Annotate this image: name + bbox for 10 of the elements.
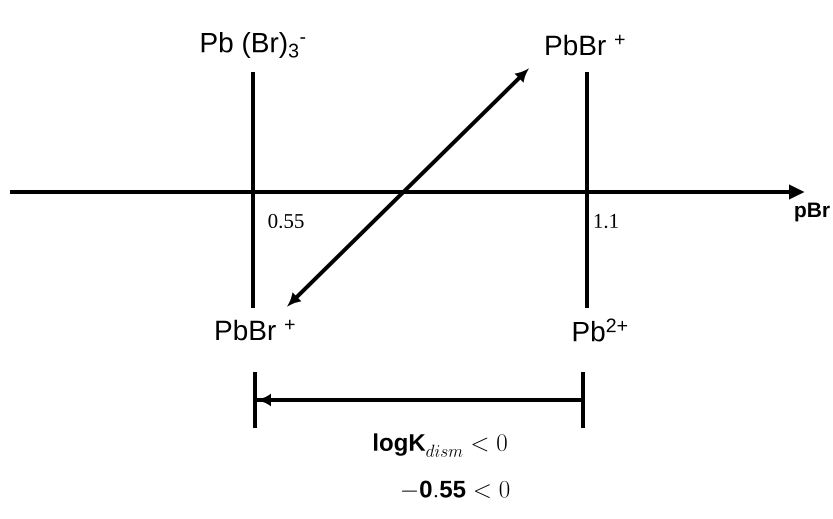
formula: $\mathbf{logK}_{dism} < 0$ bbox=[374, 433, 507, 457]
species-label: PbBr $^{+}$ bbox=[216, 320, 295, 340]
axis-label: pBr bbox=[795, 202, 830, 222]
formula: $\mathbf{-0.55} < 0$ bbox=[402, 480, 510, 498]
tick-label: 1.1 bbox=[594, 214, 618, 228]
species-label: PbBr $^{+}$ bbox=[546, 34, 625, 56]
species-label: Pb$^{2+}$ bbox=[574, 318, 628, 342]
arrow bbox=[288, 70, 528, 305]
tick-label: 0.55 bbox=[268, 214, 304, 228]
species-label: Pb (Br)$_{3}$- bbox=[202, 32, 306, 58]
